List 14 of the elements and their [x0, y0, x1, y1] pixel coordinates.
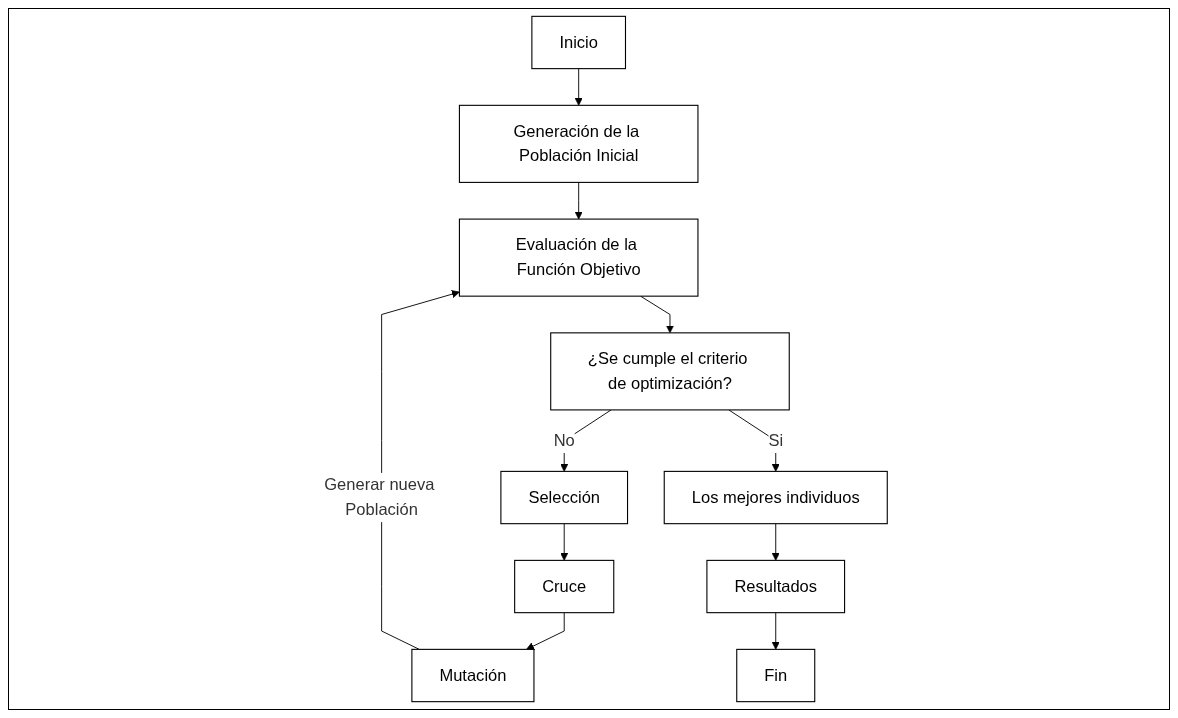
node-box: [736, 648, 816, 703]
node-box: [706, 559, 846, 614]
node-box: [500, 470, 629, 525]
node-box: [411, 648, 535, 703]
node-box: [531, 15, 627, 70]
node-box: [514, 559, 615, 614]
edge-label: Generar nueva Población: [324, 475, 435, 519]
node-box: [664, 470, 889, 525]
edge-label: Si: [768, 431, 784, 450]
node-box: [550, 332, 791, 411]
edge-label: No: [554, 431, 576, 450]
node-box: [459, 104, 699, 183]
diagram-frame: No Si Generar nueva Población Inicio Generación de la Población Inicial Evaluación de la Función Objetivo ¿Se cumple el criterio de optimización? Selección Cruce Mutación Los mejores individuos Resultados Fin: [8, 8, 1170, 710]
node-box: [459, 218, 699, 297]
